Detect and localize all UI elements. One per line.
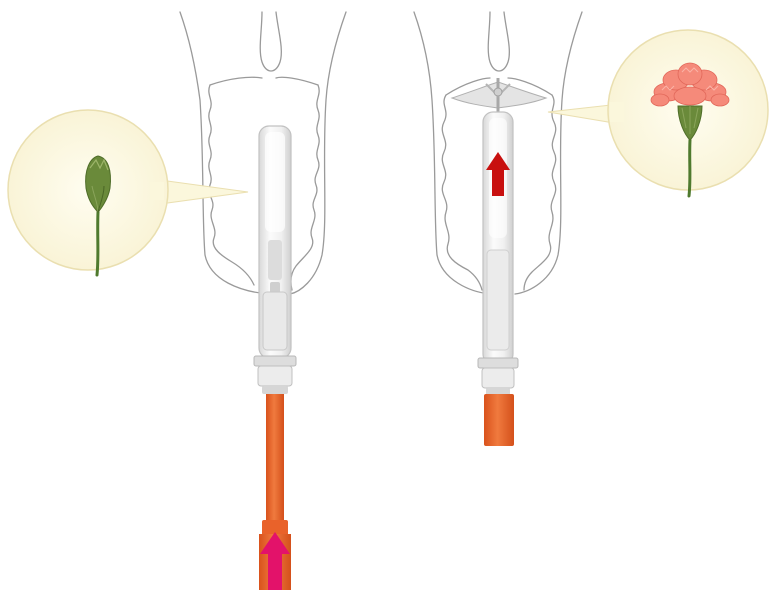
panel-after: [414, 12, 768, 446]
callout-pointer-left: [160, 180, 248, 204]
plunger-right: [484, 394, 514, 446]
applicator-left: [254, 126, 296, 394]
panel-before: [8, 12, 346, 590]
expanded-tampon: [452, 78, 546, 112]
